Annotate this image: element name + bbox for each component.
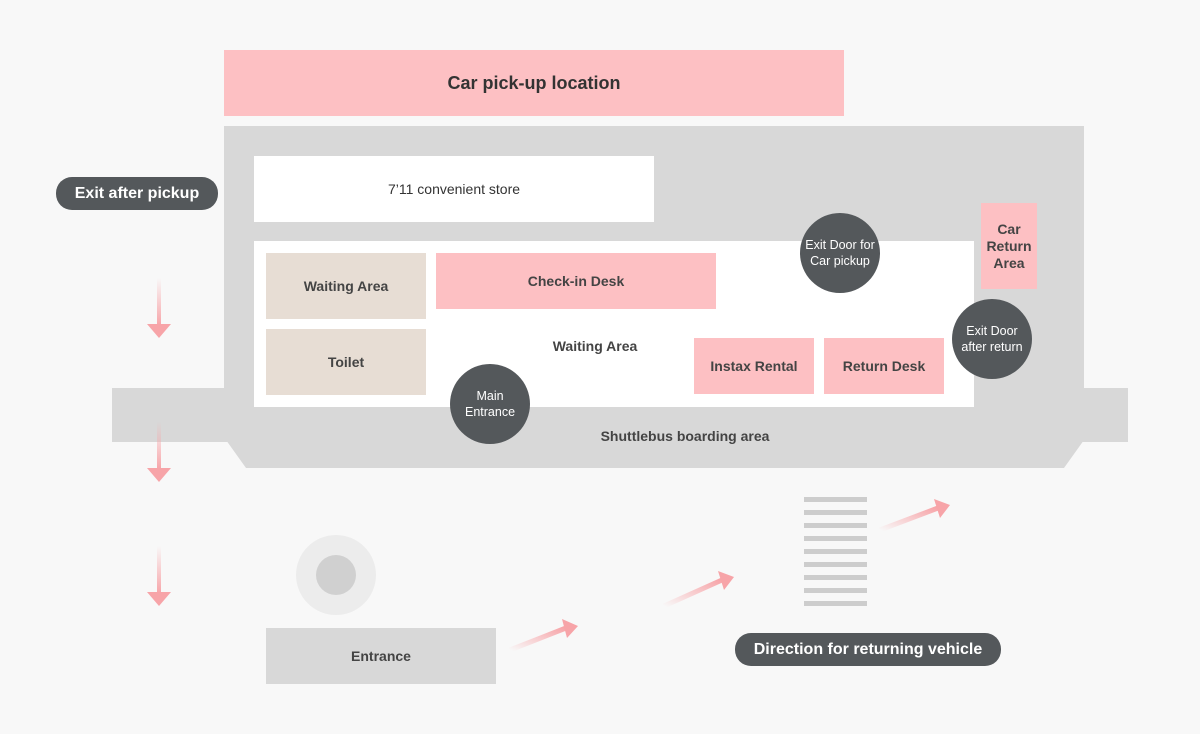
exit-door-return-label: Exit Door after return xyxy=(961,324,1023,354)
return-desk-label: Return Desk xyxy=(842,358,926,374)
diagonal-arrow-icon xyxy=(509,619,578,653)
crosswalk-stripe xyxy=(804,549,867,554)
car-return-area-label: Car Return Area xyxy=(986,220,1032,271)
checkin-desk-label: Check-in Desk xyxy=(527,273,625,289)
diagonal-arrow-icon xyxy=(879,499,950,533)
car-pickup-location-label: Car pick-up location xyxy=(447,72,621,93)
exit-door-return-marker: Exit Door after return xyxy=(952,299,1032,379)
exit-door-pickup-label: Exit Door for Car pickup xyxy=(805,238,875,268)
car-pickup-location: Car pick-up location xyxy=(224,50,844,116)
shuttlebus-boarding-area-label: Shuttlebus boarding area xyxy=(600,428,770,444)
entrance-label: Entrance xyxy=(351,648,411,664)
down-arrow-icon xyxy=(147,278,171,338)
return-direction-badge: Direction for returning vehicle xyxy=(735,633,1001,666)
diagonal-arrow-icon xyxy=(662,571,734,609)
dropoff-point-outer xyxy=(296,535,376,615)
return-direction-label: Direction for returning vehicle xyxy=(753,640,983,658)
convenience-store: 7’11 convenient store xyxy=(254,156,654,222)
exit-after-pickup-label: Exit after pickup xyxy=(74,184,200,202)
instax-rental-label: Instax Rental xyxy=(710,358,798,374)
waiting-area-center: Waiting Area xyxy=(520,333,670,359)
toilet-label: Toilet xyxy=(327,354,365,370)
waiting-area-left-label: Waiting Area xyxy=(303,278,389,294)
exit-door-pickup-marker: Exit Door for Car pickup xyxy=(800,213,880,293)
down-arrow-icon xyxy=(147,422,171,482)
crosswalk-stripe xyxy=(804,523,867,528)
waiting-area-left: Waiting Area xyxy=(266,253,426,319)
crosswalk-stripe xyxy=(804,497,867,502)
convenience-store-label: 7’11 convenient store xyxy=(387,181,521,197)
entrance: Entrance xyxy=(266,628,496,684)
toilet: Toilet xyxy=(266,329,426,395)
crosswalk-stripe xyxy=(804,575,867,580)
main-entrance-label: Main Entrance xyxy=(464,389,516,419)
down-arrow-icon xyxy=(147,546,171,606)
main-entrance-marker: Main Entrance xyxy=(450,364,530,444)
checkin-desk: Check-in Desk xyxy=(436,253,716,309)
shuttlebus-boarding-area: Shuttlebus boarding area xyxy=(560,424,810,448)
return-desk: Return Desk xyxy=(824,338,944,394)
car-return-area: Car Return Area xyxy=(981,203,1037,289)
dropoff-point-inner xyxy=(316,555,356,595)
waiting-area-center-label: Waiting Area xyxy=(552,338,638,354)
exit-after-pickup-badge: Exit after pickup xyxy=(56,177,218,210)
crosswalk-stripe xyxy=(804,601,867,606)
crosswalk-stripe xyxy=(804,536,867,541)
crosswalk-stripe xyxy=(804,588,867,593)
crosswalk-stripe xyxy=(804,510,867,515)
crosswalk-stripe xyxy=(804,562,867,567)
instax-rental: Instax Rental xyxy=(694,338,814,394)
